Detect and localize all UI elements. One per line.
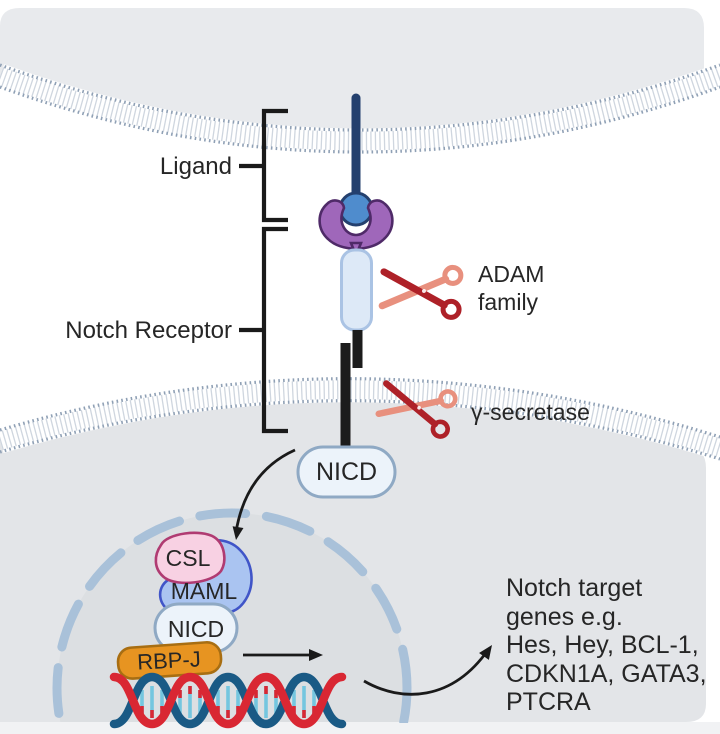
nicd-nuclear-label: NICD — [167, 616, 225, 642]
genes-line3: Hes, Hey, BCL-1, — [506, 631, 699, 659]
signaling-cell-body — [0, 8, 704, 143]
rbpj-protein — [116, 641, 223, 680]
notch-extracellular-domain — [340, 248, 373, 332]
target-genes-arrow — [363, 645, 492, 696]
transcription-arrow — [243, 649, 323, 661]
nicd-released-label: NICD — [315, 458, 378, 486]
nicd-tm-fragment — [340, 343, 351, 448]
receptor-binding-cup — [318, 199, 394, 250]
dna-helix — [109, 672, 347, 729]
notch-target-genes-label: Notch target genes e.g. Hes, Hey, BCL-1,… — [506, 574, 707, 717]
nuclear-envelope — [52, 508, 412, 734]
adam-family-label: ADAM family — [478, 260, 544, 316]
rbpj-label: RBP-J — [136, 646, 202, 675]
csl-label: CSL — [165, 545, 211, 571]
adam-scissors-icon — [378, 264, 464, 320]
nicd-released-pill — [296, 445, 397, 499]
genes-line4: CDKN1A, GATA3, — [506, 659, 707, 688]
maml-label: MAML — [170, 578, 238, 604]
gamma-secretase-label: γ-secretase — [471, 399, 590, 425]
notch-receptor-label: Notch Receptor — [65, 317, 232, 344]
receiving-cell-membrane — [0, 377, 720, 461]
adam-family-line1: ADAM — [478, 261, 545, 287]
genes-line5: PTCRA — [506, 688, 591, 716]
genes-line2: genes e.g. — [506, 602, 623, 631]
genes-line1: Notch target — [506, 574, 643, 602]
notch-receptor-bracket — [239, 226, 288, 434]
csl-protein — [154, 531, 226, 585]
ligand-bracket — [239, 108, 288, 223]
adam-family-line2: family — [478, 289, 539, 315]
gamma-secretase-scissors-icon — [375, 380, 458, 439]
receptor-tm-stub — [352, 330, 363, 368]
bottom-margin-cover — [0, 723, 720, 734]
ligand-molecule — [338, 93, 374, 227]
nicd-translocation-arrow — [232, 448, 296, 540]
ligand-label: Ligand — [159, 153, 232, 180]
